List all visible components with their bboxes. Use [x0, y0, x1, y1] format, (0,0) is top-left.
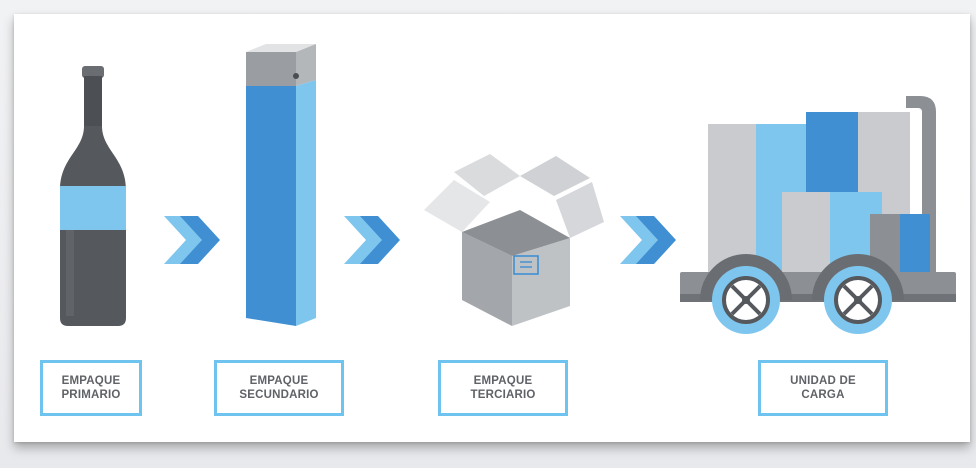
wheel-icon [812, 254, 904, 334]
label-unidad-de-carga: UNIDAD DE CARGA [758, 360, 888, 416]
label-line-1: UNIDAD DE [790, 375, 856, 387]
label-line-1: EMPAQUE [249, 375, 309, 387]
wine-bottle-icon [60, 66, 126, 326]
label-line-1: EMPAQUE [473, 375, 533, 387]
double-chevron-right-icon [620, 216, 676, 264]
open-carton-icon [424, 154, 604, 326]
label-empaque-primario: EMPAQUE PRIMARIO [40, 360, 142, 416]
label-line-1: EMPAQUE [61, 375, 121, 387]
label-empaque-secundario: EMPAQUE SECUNDARIO [214, 360, 344, 416]
pallet-cart-icon [680, 96, 956, 334]
label-line-2: CARGA [801, 389, 845, 401]
tall-box-icon [246, 44, 316, 326]
double-chevron-right-icon [344, 216, 400, 264]
label-line-2: SECUNDARIO [239, 389, 319, 401]
double-chevron-right-icon [164, 216, 220, 264]
wheel-icon [700, 254, 792, 334]
label-line-2: TERCIARIO [470, 389, 536, 401]
label-empaque-terciario: EMPAQUE TERCIARIO [438, 360, 568, 416]
label-line-2: PRIMARIO [61, 389, 121, 401]
